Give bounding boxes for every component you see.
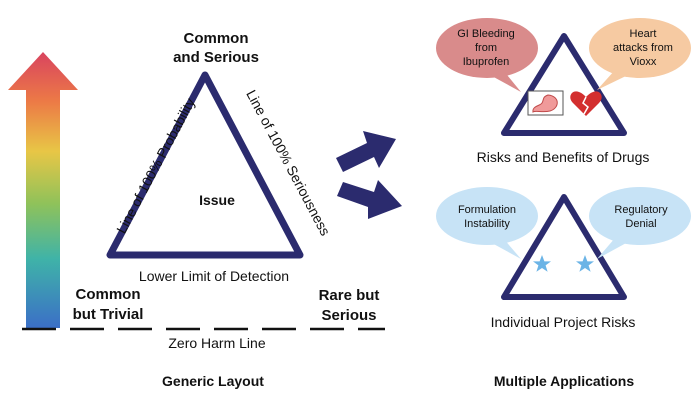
bottom-right-label-line2: Serious (321, 307, 376, 324)
regulatory-bubble-line2: Denial (625, 218, 656, 230)
heart-bubble-line3: Vioxx (630, 56, 657, 68)
regulatory-bubble (589, 187, 691, 259)
bottom-left-label-line1: Common (76, 286, 141, 303)
arrow-to-project (337, 180, 402, 219)
formulation-bubble-line2: Instability (464, 218, 510, 230)
star-icon (576, 255, 594, 272)
gi-bubble-line1: GI Bleeding (457, 28, 514, 40)
gi-bubble-line3: Ibuprofen (463, 56, 509, 68)
multiple-applications-title: Multiple Applications (494, 373, 634, 389)
top-label-line2: and Serious (173, 49, 259, 66)
main-triangle (106, 71, 304, 259)
arrow-to-drugs (336, 131, 396, 172)
bottom-side-label: Lower Limit of Detection (139, 268, 289, 284)
drugs-caption: Risks and Benefits of Drugs (477, 149, 650, 165)
formulation-bubble-line1: Formulation (458, 204, 516, 216)
heart-bubble-line2: attacks from (613, 42, 673, 54)
bottom-left-label-line2: but Trivial (73, 306, 144, 323)
gi-bubble-line2: from (475, 42, 497, 54)
bottom-right-label-line1: Rare but (319, 287, 380, 304)
generic-layout-title: Generic Layout (162, 373, 264, 389)
project-triangle (501, 194, 627, 300)
center-label: Issue (199, 192, 235, 208)
formulation-bubble (436, 187, 538, 259)
zero-harm-label: Zero Harm Line (168, 335, 265, 351)
top-label-line1: Common (184, 30, 249, 47)
heart-bubble-line1: Heart (630, 28, 657, 40)
project-caption: Individual Project Risks (491, 314, 636, 330)
gi-bleeding-bubble (436, 18, 538, 92)
star-icon (533, 255, 551, 272)
severity-gradient-arrow (8, 52, 78, 328)
stomach-icon (527, 90, 564, 116)
regulatory-bubble-line1: Regulatory (614, 204, 668, 216)
broken-heart-icon (570, 91, 602, 116)
heart-attack-bubble (589, 18, 691, 90)
